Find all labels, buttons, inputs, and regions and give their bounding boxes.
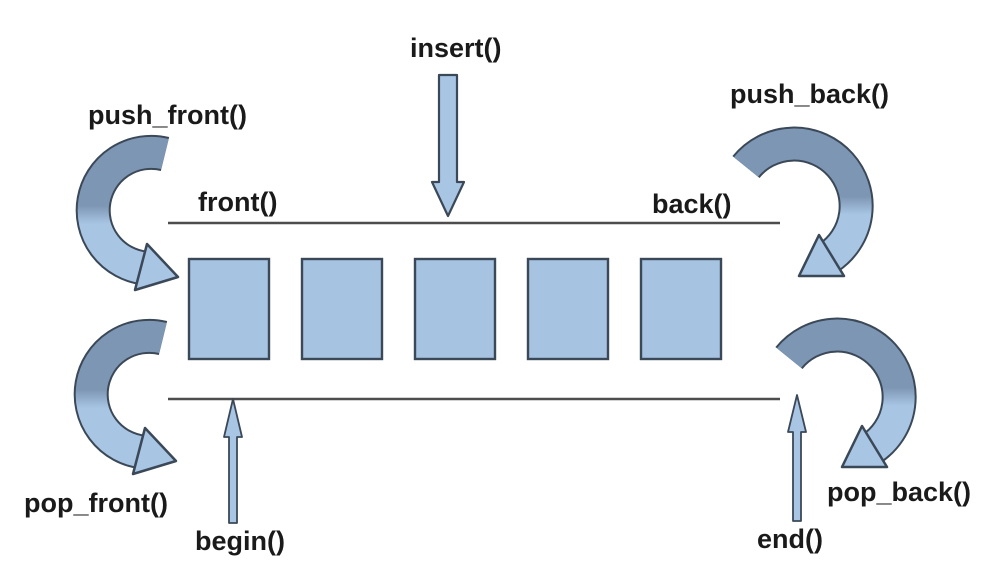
push-front-arrow-head <box>133 242 180 292</box>
pop-front-arrow-band <box>75 320 167 468</box>
deque-element-box <box>187 257 271 361</box>
end-label: end() <box>757 524 823 554</box>
push-back-label: push_back() <box>730 79 890 109</box>
pop-front-arrow-head <box>131 426 178 476</box>
pop-front-label: pop_front() <box>24 488 168 518</box>
push-back-arrow-head <box>797 233 846 278</box>
front-label: front() <box>198 187 278 217</box>
deque-element-box <box>526 257 610 361</box>
deque-elements <box>187 257 723 361</box>
pop-back-label: pop_back() <box>827 477 972 507</box>
end-up-arrow-icon <box>787 394 807 522</box>
pop-back-arrow-band <box>776 319 915 462</box>
insert-label: insert() <box>410 33 502 63</box>
begin-up-arrow-icon <box>223 398 243 524</box>
push-back-curved-arrow-icon <box>732 126 874 278</box>
pop-back-arrow-head <box>840 424 889 469</box>
push-front-arrow-band <box>77 136 169 284</box>
push-front-label: push_front() <box>88 100 247 130</box>
deque-element-box <box>300 257 384 361</box>
push-front-curved-arrow-icon <box>75 134 180 292</box>
insert-down-arrow-icon <box>430 73 466 218</box>
deque-element-box <box>639 257 723 361</box>
deque-element-box <box>413 257 497 361</box>
begin-label: begin() <box>195 526 285 556</box>
push-back-arrow-band <box>733 128 872 271</box>
pop-front-curved-arrow-icon <box>73 318 178 476</box>
back-label: back() <box>652 189 732 219</box>
pop-back-curved-arrow-icon <box>775 317 917 469</box>
